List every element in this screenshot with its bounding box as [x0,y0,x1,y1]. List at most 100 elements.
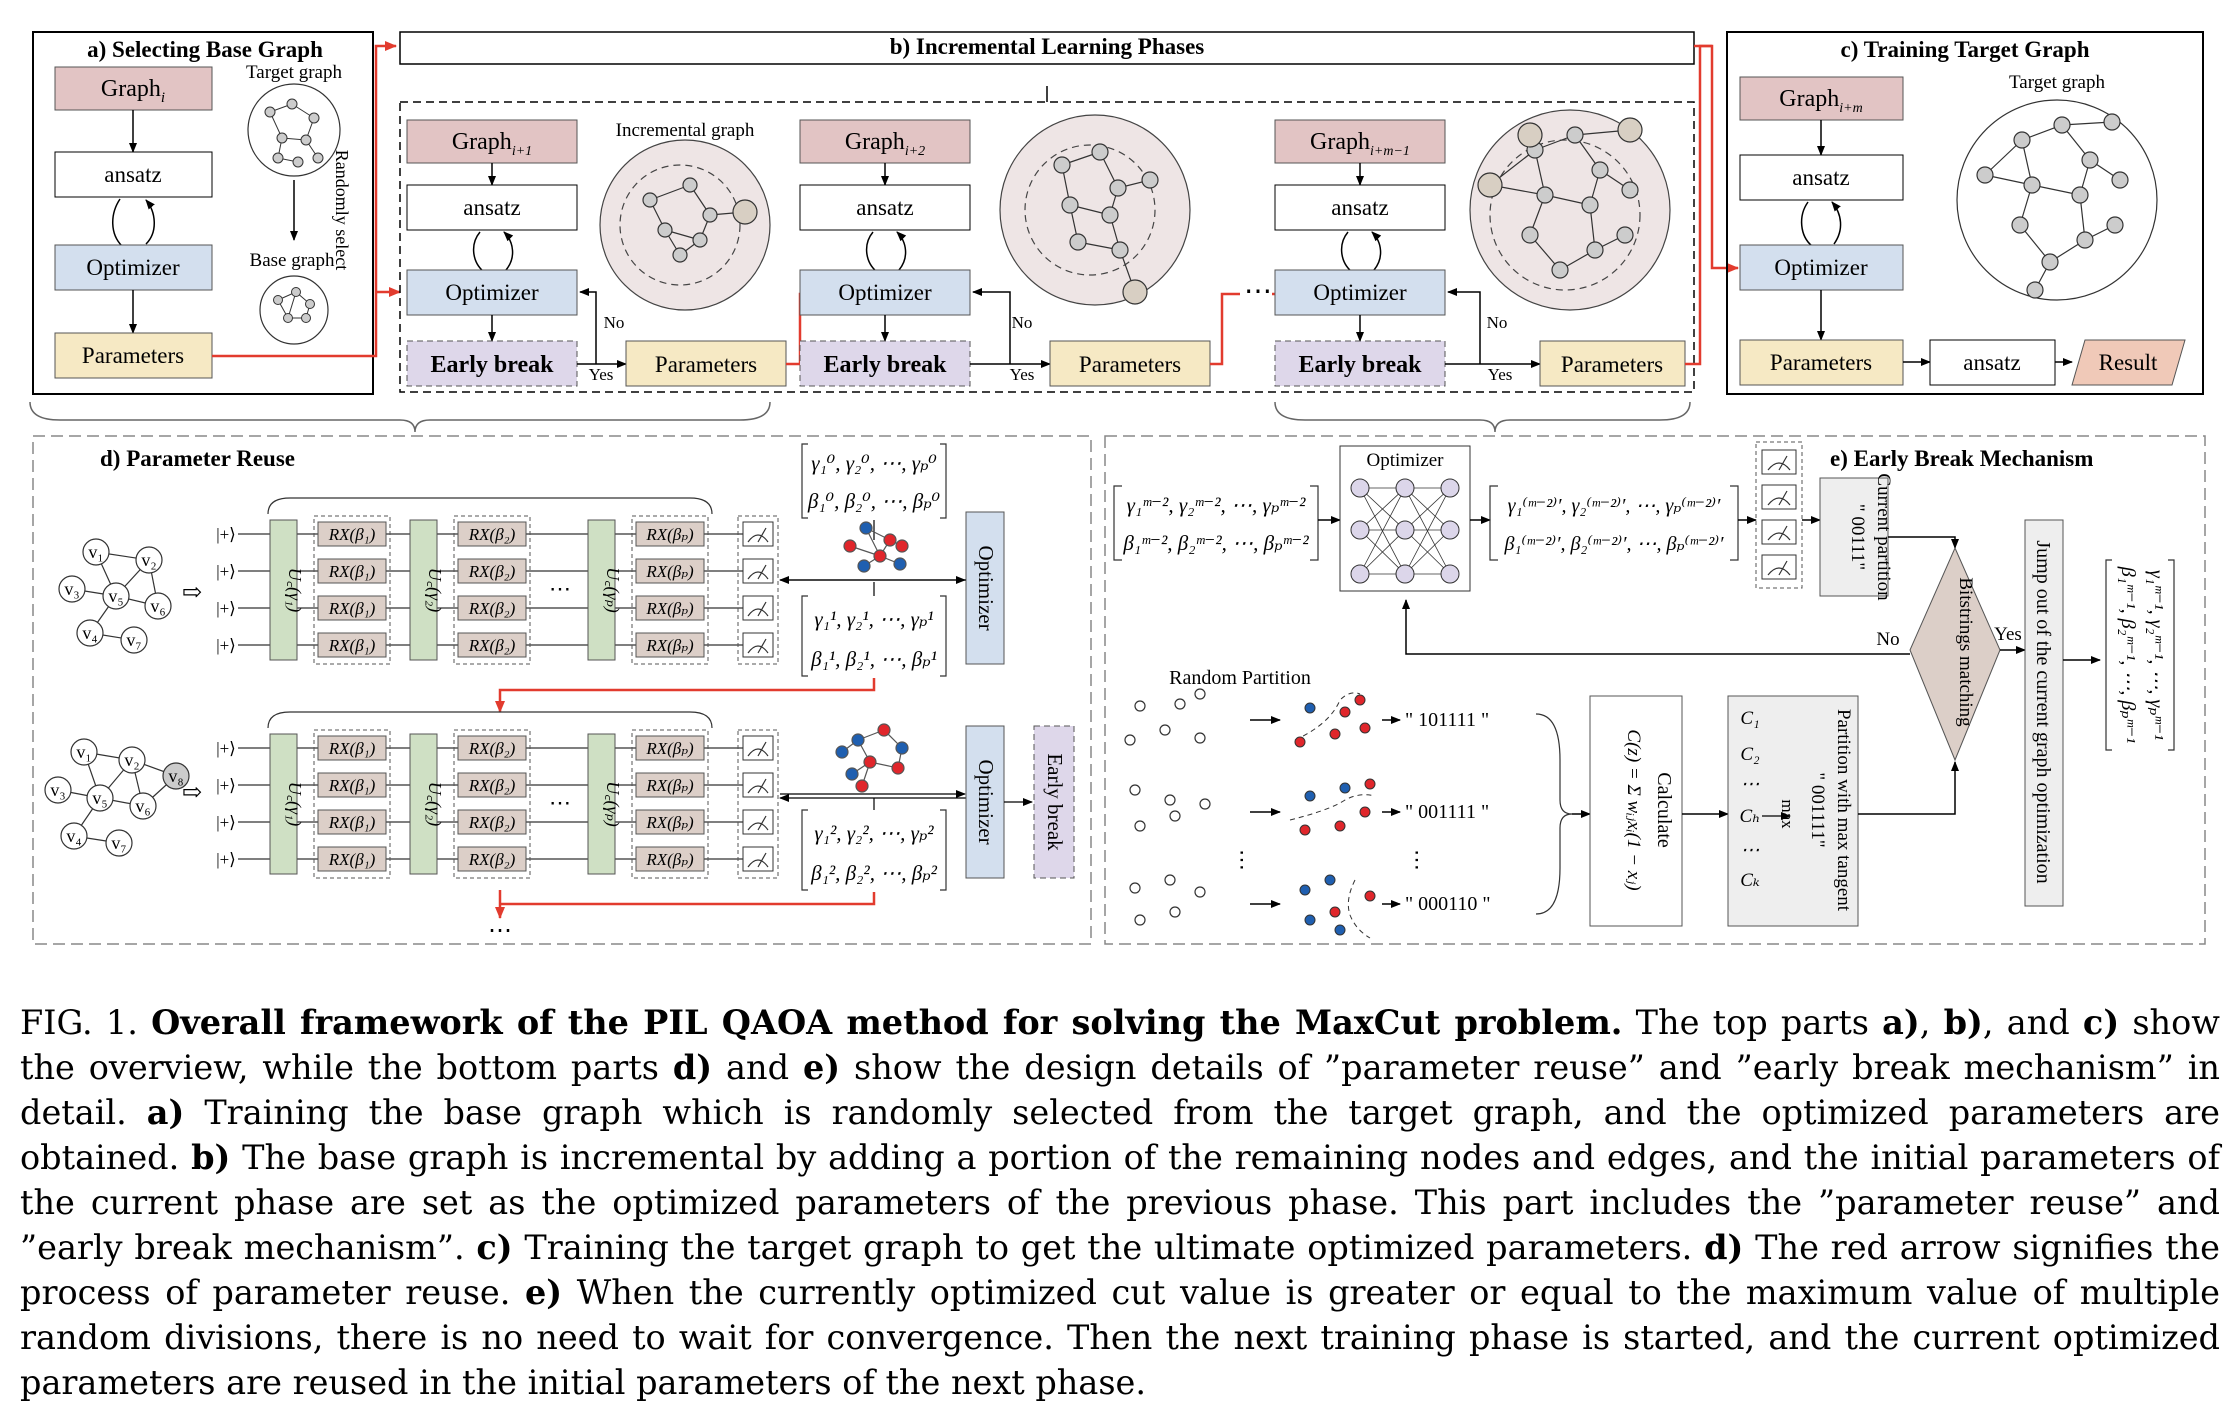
svg-text:Optimizer: Optimizer [445,280,539,305]
svg-text:Graphi+m−1: Graphi+m−1 [1310,129,1410,159]
svg-text:RX(β₂): RX(β₂) [468,739,516,758]
partition-2 [1289,778,1376,836]
parameters-box [54,332,213,379]
svg-text:|+⟩: |+⟩ [216,813,236,832]
svg-text:⋯: ⋯ [1405,849,1430,871]
current-partition: Current partition [1873,473,1894,601]
panel-b-incremental-learning: b) Incremental Learning Phases Increment… [399,31,1695,393]
svg-text:γ₁ᵐ⁻², γ₂ᵐ⁻², ⋯, γₚᵐ⁻²: γ₁ᵐ⁻², γ₂ᵐ⁻², ⋯, γₚᵐ⁻² [1127,493,1306,517]
svg-text:" 001111": " 001111" [1807,772,1828,847]
svg-text:v₂: v₂ [141,550,156,570]
svg-text:Cₖ: Cₖ [1740,870,1760,891]
stage-1: Graphi+1 ansatz Optimizer Early break Ye… [406,119,787,387]
svg-text:⇨: ⇨ [182,580,202,606]
svg-text:|+⟩: |+⟩ [216,636,236,655]
svg-text:ansatz: ansatz [104,162,161,187]
panel-c-training-target: c) Training Target Graph Graphi+m ansatz… [1726,31,2204,395]
svg-text:RX(β₂): RX(β₂) [468,599,516,618]
params-out: γ₁⁽ᵐ⁻²⁾′, γ₂⁽ᵐ⁻²⁾′, ⋯, γₚ⁽ᵐ⁻²⁾′ β₁⁽ᵐ⁻²⁾′… [1489,485,1739,561]
svg-text:Optimizer: Optimizer [974,759,998,844]
colored-graph-1 [843,521,909,573]
svg-text:Yes: Yes [1994,624,2022,645]
svg-text:RX(βₚ): RX(βₚ) [645,813,694,832]
svg-text:β₁¹, β₂¹, ⋯, βₚ¹: β₁¹, β₂¹, ⋯, βₚ¹ [810,647,937,671]
svg-text:Parameters: Parameters [1561,352,1663,377]
svg-text:β₁⁰, β₂⁰, ⋯, βₚ⁰: β₁⁰, β₂⁰, ⋯, βₚ⁰ [807,489,941,513]
svg-text:⋯: ⋯ [1244,276,1272,307]
svg-text:Early break: Early break [824,352,948,378]
svg-text:v₄: v₄ [66,826,81,846]
svg-text:RX(β₂): RX(β₂) [468,525,516,544]
svg-text:RX(β₁): RX(β₁) [328,599,376,618]
svg-text:Graphi: Graphi [101,76,165,106]
svg-text:⋯: ⋯ [549,576,571,601]
svg-text:Optimizer: Optimizer [1774,255,1868,280]
svg-text:Bitstrings matching: Bitstrings matching [1955,577,1976,727]
panel-d-graph-1: v₁ v₂ v₃ v₅ v₆ v₄ v₇ [58,538,172,654]
svg-text:ansatz: ansatz [1331,195,1388,220]
svg-text:v₂: v₂ [124,750,139,770]
params-0: γ₁⁰, γ₂⁰, ⋯, γₚ⁰ β₁⁰, β₂⁰, ⋯, βₚ⁰ [801,443,947,519]
svg-text:v₅: v₅ [92,788,107,808]
svg-text:Early break: Early break [1299,352,1423,378]
partition-3 [1299,874,1376,939]
svg-text:RX(β₁): RX(β₁) [328,739,376,758]
svg-text:Calculate: Calculate [1653,772,1675,848]
optimizer-network: Optimizer [1339,445,1471,592]
svg-text:Parameters: Parameters [82,343,184,368]
svg-text:Randomly select: Randomly select [332,150,352,270]
svg-text:" 00111": " 00111" [1847,504,1868,570]
svg-text:|+⟩: |+⟩ [216,525,236,544]
panel-b-title: b) Incremental Learning Phases [890,34,1205,59]
svg-text:Early break: Early break [431,352,555,378]
panel-d-title: d) Parameter Reuse [100,446,295,471]
svg-text:RX(β₁): RX(β₁) [328,813,376,832]
panel-e-title: e) Early Break Mechanism [1830,446,2093,471]
svg-text:Graphi+1: Graphi+1 [452,129,532,159]
svg-text:Parameters: Parameters [1770,350,1872,375]
svg-text:β₁ᵐ⁻¹, β₂ᵐ⁻¹, ⋯, βₚᵐ⁻¹: β₁ᵐ⁻¹, β₂ᵐ⁻¹, ⋯, βₚᵐ⁻¹ [2117,566,2139,743]
panel-d-parameter-reuse: d) Parameter Reuse [32,435,1092,945]
svg-text:Yes: Yes [1010,365,1035,384]
svg-text:RX(β₂): RX(β₂) [468,813,516,832]
params-1: γ₁¹, γ₂¹, ⋯, γₚ¹ β₁¹, β₂¹, ⋯, βₚ¹ [801,595,947,677]
svg-text:⋯: ⋯ [1741,774,1760,795]
svg-text:U꜀(γ₂): U꜀(γ₂) [424,782,445,827]
svg-text:RX(βₚ): RX(βₚ) [645,525,694,544]
svg-text:β₁ᵐ⁻², β₂ᵐ⁻², ⋯, βₚᵐ⁻²: β₁ᵐ⁻², β₂ᵐ⁻², ⋯, βₚᵐ⁻² [1122,531,1309,555]
svg-text:ansatz: ansatz [463,195,520,220]
svg-text:RX(βₚ): RX(βₚ) [645,739,694,758]
svg-text:U꜀(γ₁): U꜀(γ₁) [284,782,305,827]
svg-text:⋯: ⋯ [549,790,571,815]
svg-text:No: No [604,313,625,332]
svg-text:RX(βₚ): RX(βₚ) [645,636,694,655]
svg-text:Optimizer: Optimizer [974,545,998,630]
svg-text:C₁: C₁ [1740,708,1759,729]
svg-text:RX(βₚ): RX(βₚ) [645,776,694,795]
panel-a-title: a) Selecting Base Graph [87,37,323,62]
svg-text:Partition with max tangent: Partition with max tangent [1833,709,1854,912]
svg-text:Parameters: Parameters [1079,352,1181,377]
svg-text:v₅: v₅ [108,586,123,606]
svg-text:RX(β₂): RX(β₂) [468,636,516,655]
svg-text:RX(βₚ): RX(βₚ) [645,562,694,581]
svg-text:U꜀(γₚ): U꜀(γₚ) [602,567,623,613]
circuit-2: |+⟩|+⟩ |+⟩|+⟩ U꜀(γ₁) RX(β₁)RX(β₁) RX(β₁)… [216,711,779,879]
svg-text:v₇: v₇ [126,630,141,650]
svg-text:v₆: v₆ [150,596,165,616]
svg-text:v₄: v₄ [82,623,97,643]
svg-text:U꜀(γₚ): U꜀(γₚ) [602,781,623,827]
figure-caption: FIG. 1. Overall framework of the PIL QAO… [20,1003,2221,1402]
svg-text:γ₁⁽ᵐ⁻²⁾′, γ₂⁽ᵐ⁻²⁾′, ⋯, γₚ⁽ᵐ⁻²⁾: γ₁⁽ᵐ⁻²⁾′, γ₂⁽ᵐ⁻²⁾′, ⋯, γₚ⁽ᵐ⁻²⁾′ [1508,495,1721,517]
svg-text:β₁², β₂², ⋯, βₚ²: β₁², β₂², ⋯, βₚ² [810,861,937,885]
svg-text:⋯: ⋯ [1741,840,1760,861]
svg-text:v₈: v₈ [168,766,183,786]
svg-text:γ₁⁰, γ₂⁰, ⋯, γₚ⁰: γ₁⁰, γ₂⁰, ⋯, γₚ⁰ [811,451,937,475]
svg-text:RX(β₁): RX(β₁) [328,525,376,544]
svg-text:Graphi+m: Graphi+m [1779,86,1862,116]
stage-2: Graphi+2 ansatz Optimizer Early break Ye… [799,114,1211,387]
colored-graph-2 [835,723,909,793]
svg-text:" 101111 ": " 101111 " [1405,709,1489,731]
svg-text:No: No [1012,313,1033,332]
panel-a-selecting-base-graph: a) Selecting Base Graph Graphi ansatz Op… [32,31,374,395]
